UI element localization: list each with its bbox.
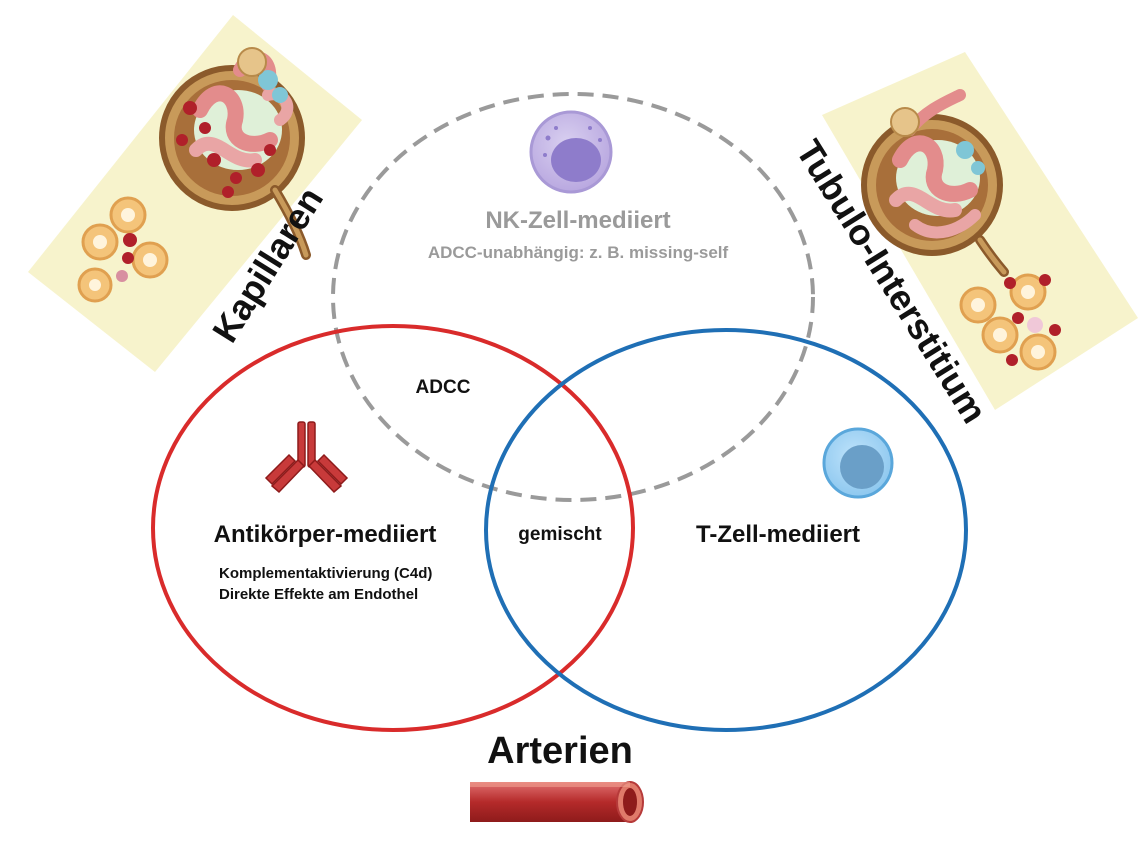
antibody-detail-endothelium: Direkte Effekte am Endothel — [219, 586, 418, 603]
glomerulus-tubulointerstitium-icon — [861, 89, 1061, 371]
capillaries-panel — [28, 15, 362, 372]
artery-vessel-icon — [470, 781, 644, 823]
tcell-set-title: T-Zell-mediiert — [696, 521, 860, 548]
tubulointerstitium-panel — [822, 52, 1138, 410]
arteries-label: Arterien — [487, 730, 633, 772]
overlap-antibody-tcell-label: gemischt — [518, 524, 602, 545]
nk-set-circle — [331, 92, 815, 502]
antibody-icon — [264, 421, 349, 494]
t-cell-icon — [822, 427, 894, 499]
glomerulus-capillaries-icon — [77, 47, 311, 303]
nk-set-subtitle: ADCC-unabhängig: z. B. missing-self — [428, 243, 729, 262]
nk-cell-icon — [529, 110, 613, 194]
overlap-antibody-nk-label: ADCC — [416, 377, 471, 398]
antibody-set-title: Antikörper-mediiert — [214, 521, 437, 548]
antibody-set-circle — [151, 324, 635, 732]
tcell-set-circle — [484, 328, 968, 732]
nk-set-title: NK-Zell-mediiert — [485, 207, 670, 234]
antibody-detail-complement: Komplementaktivierung (C4d) — [219, 565, 432, 582]
